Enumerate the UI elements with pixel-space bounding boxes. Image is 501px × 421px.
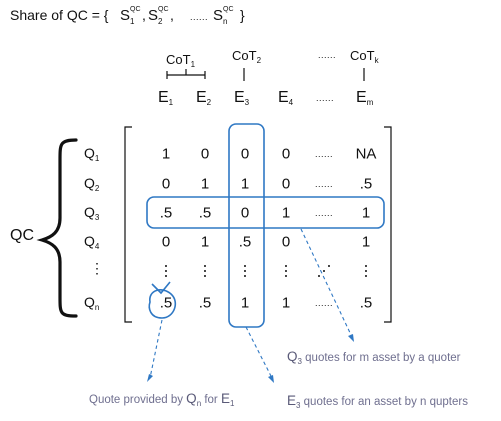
row-label-q3: Q3 [84, 204, 100, 222]
column-header-e2: E2 [196, 89, 212, 107]
matrix-cell-r6-c1: .5 [160, 295, 173, 312]
title-comma: , [142, 7, 146, 23]
title-comma-2: , [170, 7, 174, 23]
arrow-to-quote-annotation [149, 319, 163, 379]
column-header-e3: E3 [234, 89, 250, 107]
matrix-cell-r6-c2: .5 [199, 295, 212, 312]
matrix-cell-r4-c3: .5 [239, 234, 252, 251]
matrix-cell-r3-c6: 1 [362, 205, 370, 222]
matrix-cell-r2-c3: 1 [241, 176, 249, 193]
qc-label: QC [10, 227, 34, 244]
title-s1: S1 [120, 7, 135, 26]
arrow-head-row [348, 334, 354, 342]
column-header-e4: E4 [278, 89, 294, 107]
matrix-cell-r3-c4: 1 [282, 205, 290, 222]
column-header-dots: ...... [316, 93, 334, 103]
matrix-cell-r2-c6: .5 [360, 176, 373, 193]
matrix-cell-r1-c3: 0 [241, 146, 249, 163]
matrix-cell-r5-c2: ⋮ [198, 263, 213, 280]
matrix-cell-r6-c6: .5 [360, 295, 373, 312]
row-label-vdots: ⋮ [90, 260, 104, 276]
cot-header: CoT1 CoT2 ...... CoTk [166, 48, 380, 81]
matrix-cell-r2-c1: 0 [162, 176, 170, 193]
matrix-cell-r1-c4: 0 [282, 146, 290, 163]
cot-1-bracket [166, 69, 206, 79]
cot-2-label: CoT2 [232, 48, 262, 65]
cot-header-dots: ...... [318, 50, 336, 60]
matrix-cell-r4-c4: 0 [282, 234, 290, 251]
row-q3-highlight [146, 196, 385, 229]
column-header-em: Em [356, 89, 374, 107]
arrow-head-column [268, 375, 274, 383]
title: Share of QC = { S1 QC , S2 QC , ...... S… [10, 6, 245, 26]
matrix-cell-r6-c5: ...... [315, 298, 333, 308]
column-headers: E1 E2 E3 E4 ...... Em [158, 89, 374, 107]
matrix-cell-r1-c6: NA [356, 146, 377, 163]
matrix-cell-r2-c5: ...... [315, 179, 333, 189]
title-s2-sup: QC [158, 6, 169, 13]
matrix-cell-r5-c4: ⋮ [279, 263, 294, 280]
title-s1-sup: QC [130, 6, 141, 13]
title-close: } [240, 7, 245, 23]
row-label-q4: Q4 [84, 233, 100, 251]
matrix-cell-r5-c3: ⋮ [238, 263, 253, 280]
matrix-cell-r5-c1: ⋮ [159, 263, 174, 280]
matrix-cell-r6-c4: 1 [282, 295, 290, 312]
title-sn: Sn [213, 7, 227, 26]
column-header-e1: E1 [158, 89, 174, 107]
matrix-cell-r2-c4: 0 [282, 176, 290, 193]
matrix-left-bracket [124, 126, 132, 323]
title-sn-sup: QC [223, 6, 234, 13]
matrix-cell-r3-c1: .5 [160, 205, 173, 222]
arrow-to-column-annotation [245, 326, 273, 379]
annotation-quote-provided: Quote provided by Qn for E1 [89, 391, 235, 408]
title-ellipsis: ...... [190, 12, 208, 22]
matrix-cell-r2-c2: 1 [201, 176, 209, 193]
cot-k-label: CoTk [350, 48, 380, 65]
arrow-head-quote [147, 374, 153, 382]
annotation-col-e3: E3 quotes for an asset by n qupters [287, 393, 468, 410]
row-label-q1: Q1 [84, 145, 100, 163]
matrix-cell-r1-c2: 0 [201, 146, 209, 163]
matrix-cell-r1-c5: ...... [315, 149, 333, 159]
matrix-cell-r3-c2: .5 [199, 205, 212, 222]
matrix-cell-r1-c1: 1 [162, 146, 170, 163]
title-s2: S2 [148, 7, 163, 26]
arrow-to-row-annotation [300, 228, 353, 338]
matrix-cell-r6-c3: 1 [241, 295, 249, 312]
matrix-cells: 1 0 0 0...... NA 0 1 1 0...... .5 .5 .5 0 1...... 1 0 1.… [159, 146, 377, 312]
matrix-cell-r4-c2: 1 [201, 234, 209, 251]
matrix-cell-r5-c5: ⋰ [317, 263, 332, 280]
cell-qn-e1-circle [148, 281, 177, 319]
matrix-cell-r3-c3: 0 [241, 205, 249, 222]
matrix-cell-r4-c1: 0 [162, 234, 170, 251]
title-prefix: Share of QC = { [10, 7, 109, 23]
cot-1-label: CoT1 [166, 52, 196, 69]
row-label-qn: Qn [84, 294, 99, 312]
matrix-right-bracket [384, 126, 392, 323]
row-label-q2: Q2 [84, 175, 100, 193]
qc-brace [36, 138, 78, 318]
matrix-cell-r4-c6: 1 [362, 234, 370, 251]
matrix-cell-r5-c6: ⋮ [359, 263, 374, 280]
annotation-row-q3: Q3 quotes for m asset by a quoter [287, 349, 461, 366]
matrix-cell-r3-c5: ...... [315, 208, 333, 218]
row-labels: Q1 Q2 Q3 Q4 ⋮ Qn [84, 145, 104, 312]
